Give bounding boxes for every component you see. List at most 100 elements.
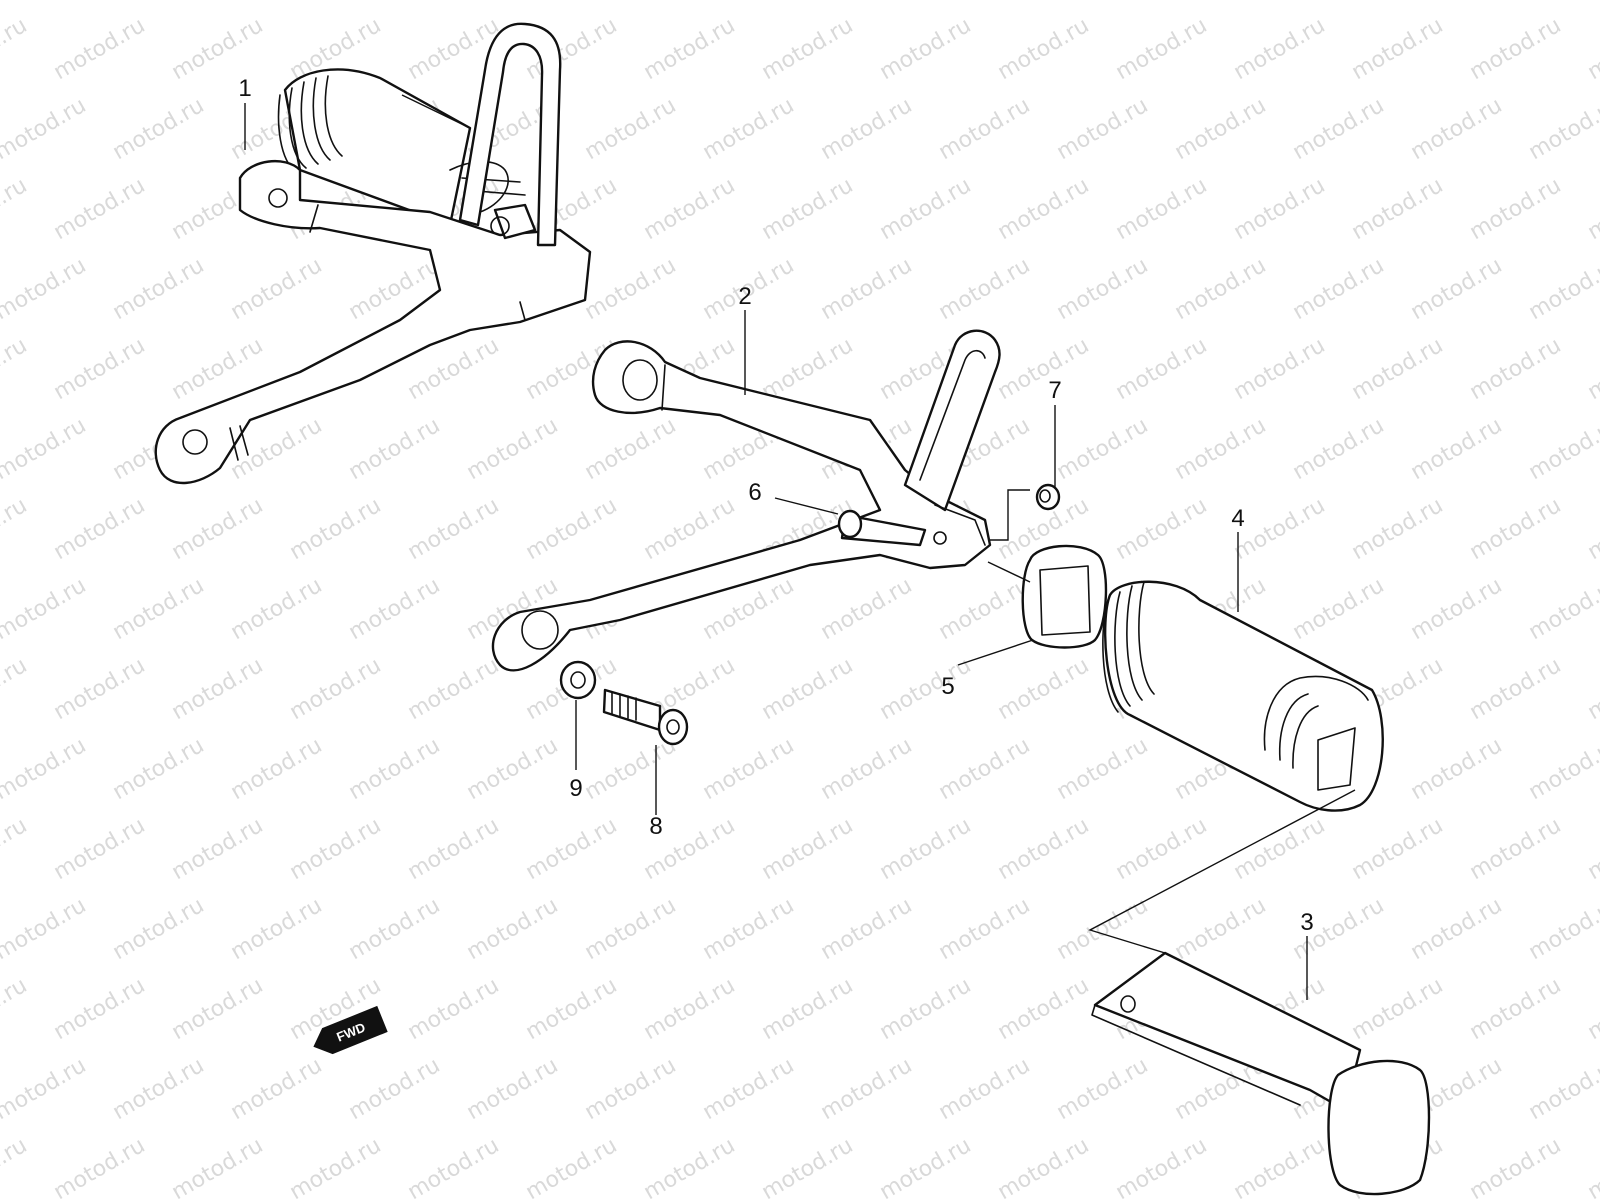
watermark-text: motod.ru <box>227 1053 327 1125</box>
watermark-text: motod.ru <box>640 173 740 245</box>
part-9-washer <box>559 660 597 700</box>
watermark-text: motod.ru <box>404 1133 504 1200</box>
watermark-text: motod.ru <box>1289 573 1389 645</box>
callout-7: 7 <box>1048 377 1061 404</box>
watermark-text: motod.ru <box>1584 13 1600 85</box>
watermark-text: motod.ru <box>286 493 386 565</box>
watermark-text: motod.ru <box>463 893 563 965</box>
watermark-text: motod.ru <box>994 653 1094 725</box>
watermark-text: motod.ru <box>640 973 740 1045</box>
watermark-text: motod.ru <box>1112 493 1212 565</box>
watermark-text: motod.ru <box>0 173 31 245</box>
watermark-text: motod.ru <box>1584 493 1600 565</box>
watermark-text: motod.ru <box>1053 893 1153 965</box>
watermark-text: motod.ru <box>1466 333 1566 405</box>
watermark-text: motod.ru <box>1053 0 1153 5</box>
watermark-text: motod.ru <box>935 1053 1035 1125</box>
watermark-text: motod.ru <box>1348 13 1448 85</box>
watermark-text: motod.ru <box>1230 1133 1330 1200</box>
part-4-rubber-footpeg <box>1102 580 1384 812</box>
watermark-text: motod.ru <box>345 413 445 485</box>
watermark-text: motod.ru <box>50 653 150 725</box>
watermark-text: motod.ru <box>0 93 90 165</box>
watermark-text: motod.ru <box>876 173 976 245</box>
watermark-text: motod.ru <box>227 733 327 805</box>
watermark-text: motod.ru <box>1348 493 1448 565</box>
watermark-text: motod.ru <box>1112 1133 1212 1200</box>
callout-8: 8 <box>649 813 662 840</box>
watermark-text: motod.ru <box>0 973 31 1045</box>
watermark-text: motod.ru <box>817 1053 917 1125</box>
watermark-text: motod.ru <box>1289 0 1389 5</box>
watermark-text: motod.ru <box>817 253 917 325</box>
watermark-text: motod.ru <box>699 733 799 805</box>
watermark-text: motod.ru <box>1525 893 1600 965</box>
watermark-text: motod.ru <box>758 973 858 1045</box>
watermark-text: motod.ru <box>1525 1053 1600 1125</box>
part-5-spacer <box>1021 544 1108 649</box>
watermark-text: motod.ru <box>463 0 563 5</box>
watermark-text: motod.ru <box>1525 0 1600 5</box>
watermark-text: motod.ru <box>522 493 622 565</box>
watermark-text: motod.ru <box>109 253 209 325</box>
watermark-text: motod.ru <box>994 173 1094 245</box>
watermark-text: motod.ru <box>1171 893 1271 965</box>
watermark-text: motod.ru <box>0 0 90 5</box>
watermark-text: motod.ru <box>0 493 31 565</box>
watermark-text: motod.ru <box>1525 253 1600 325</box>
watermark-text: motod.ru <box>1466 813 1566 885</box>
watermark-text: motod.ru <box>1053 1053 1153 1125</box>
watermark-text: motod.ru <box>1171 0 1271 5</box>
watermark-text: motod.ru <box>994 813 1094 885</box>
watermark-text: motod.ru <box>699 893 799 965</box>
watermark-text: motod.ru <box>109 893 209 965</box>
watermark-text: motod.ru <box>640 1133 740 1200</box>
part-6-pivot-pin <box>837 509 927 547</box>
watermark-text: motod.ru <box>1348 333 1448 405</box>
watermark-text: motod.ru <box>227 893 327 965</box>
watermark-text: motod.ru <box>0 333 31 405</box>
watermark-text: motod.ru <box>50 173 150 245</box>
watermark-text: motod.ru <box>1171 93 1271 165</box>
watermark-text: motod.ru <box>0 653 31 725</box>
watermark-text: motod.ru <box>1289 253 1389 325</box>
callout-1: 1 <box>238 75 251 102</box>
watermark-text: motod.ru <box>345 733 445 805</box>
watermark-text: motod.ru <box>0 733 90 805</box>
watermark-text: motod.ru <box>0 1053 90 1125</box>
watermark-text: motod.ru <box>0 13 31 85</box>
watermark-text: motod.ru <box>1407 253 1507 325</box>
watermark-text: motod.ru <box>994 333 1094 405</box>
watermark-text: motod.ru <box>1525 413 1600 485</box>
watermark-text: motod.ru <box>1171 413 1271 485</box>
watermark-text: motod.ru <box>640 493 740 565</box>
watermark-text: motod.ru <box>50 493 150 565</box>
watermark-text: motod.ru <box>1584 333 1600 405</box>
watermark-text: motod.ru <box>758 333 858 405</box>
watermark-text: motod.ru <box>640 13 740 85</box>
watermark-text: motod.ru <box>1348 973 1448 1045</box>
watermark-text: motod.ru <box>1230 173 1330 245</box>
watermark-text: motod.ru <box>994 13 1094 85</box>
watermark-text: motod.ru <box>1525 733 1600 805</box>
watermark-text: motod.ru <box>699 1053 799 1125</box>
watermark-text: motod.ru <box>286 653 386 725</box>
watermark-text: motod.ru <box>1289 413 1389 485</box>
watermark-text: motod.ru <box>758 13 858 85</box>
watermark-text: motod.ru <box>817 0 917 5</box>
watermark-text: motod.ru <box>404 493 504 565</box>
watermark-text: motod.ru <box>1466 493 1566 565</box>
watermark-text: motod.ru <box>1230 333 1330 405</box>
watermark-text: motod.ru <box>1584 813 1600 885</box>
watermark-text: motod.ru <box>227 0 327 5</box>
watermark-text: motod.ru <box>522 973 622 1045</box>
watermark-text: motod.ru <box>109 1053 209 1125</box>
watermark-text: motod.ru <box>699 0 799 5</box>
watermark-text: motod.ru <box>50 813 150 885</box>
watermark-text: motod.ru <box>817 893 917 965</box>
watermark-text: motod.ru <box>109 93 209 165</box>
watermark-text: motod.ru <box>1289 93 1389 165</box>
callout-4: 4 <box>1231 505 1244 532</box>
part-3-shaft <box>1091 951 1431 1196</box>
watermark-text: motod.ru <box>1171 253 1271 325</box>
